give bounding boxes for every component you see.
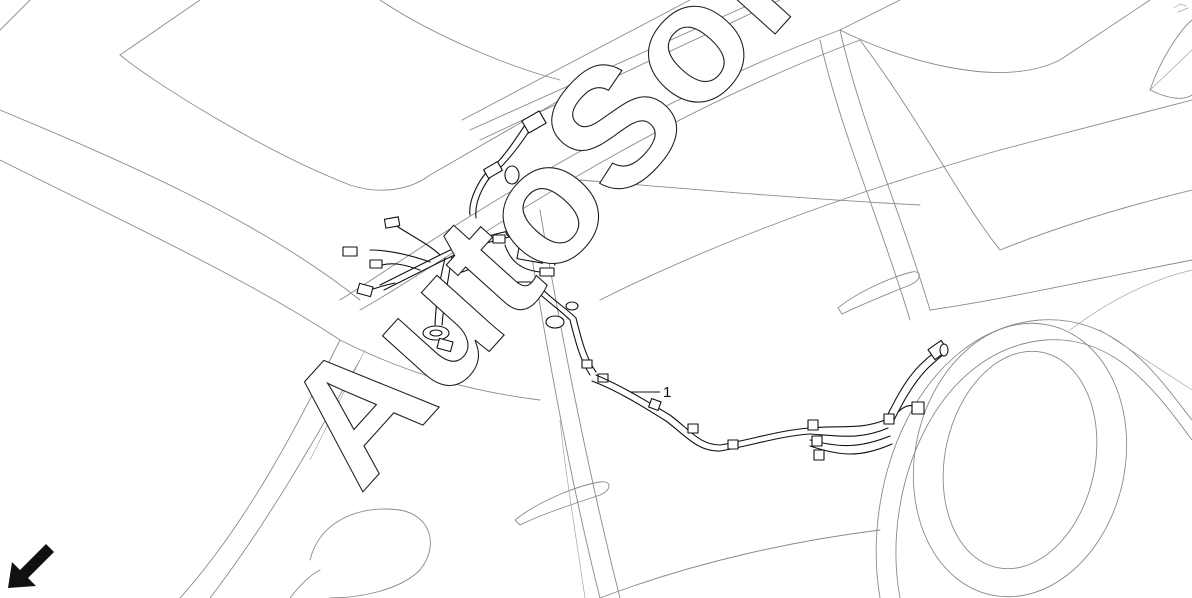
watermark: AutoSoft: [246, 0, 868, 520]
wiring-harness: [342, 110, 949, 461]
part-callout-1: 1: [630, 384, 671, 401]
front-direction-arrow-icon: [8, 544, 54, 588]
corner-marks: [1173, 3, 1189, 13]
callout-number: 1: [663, 384, 671, 401]
watermark-text: AutoSoft: [246, 0, 867, 520]
